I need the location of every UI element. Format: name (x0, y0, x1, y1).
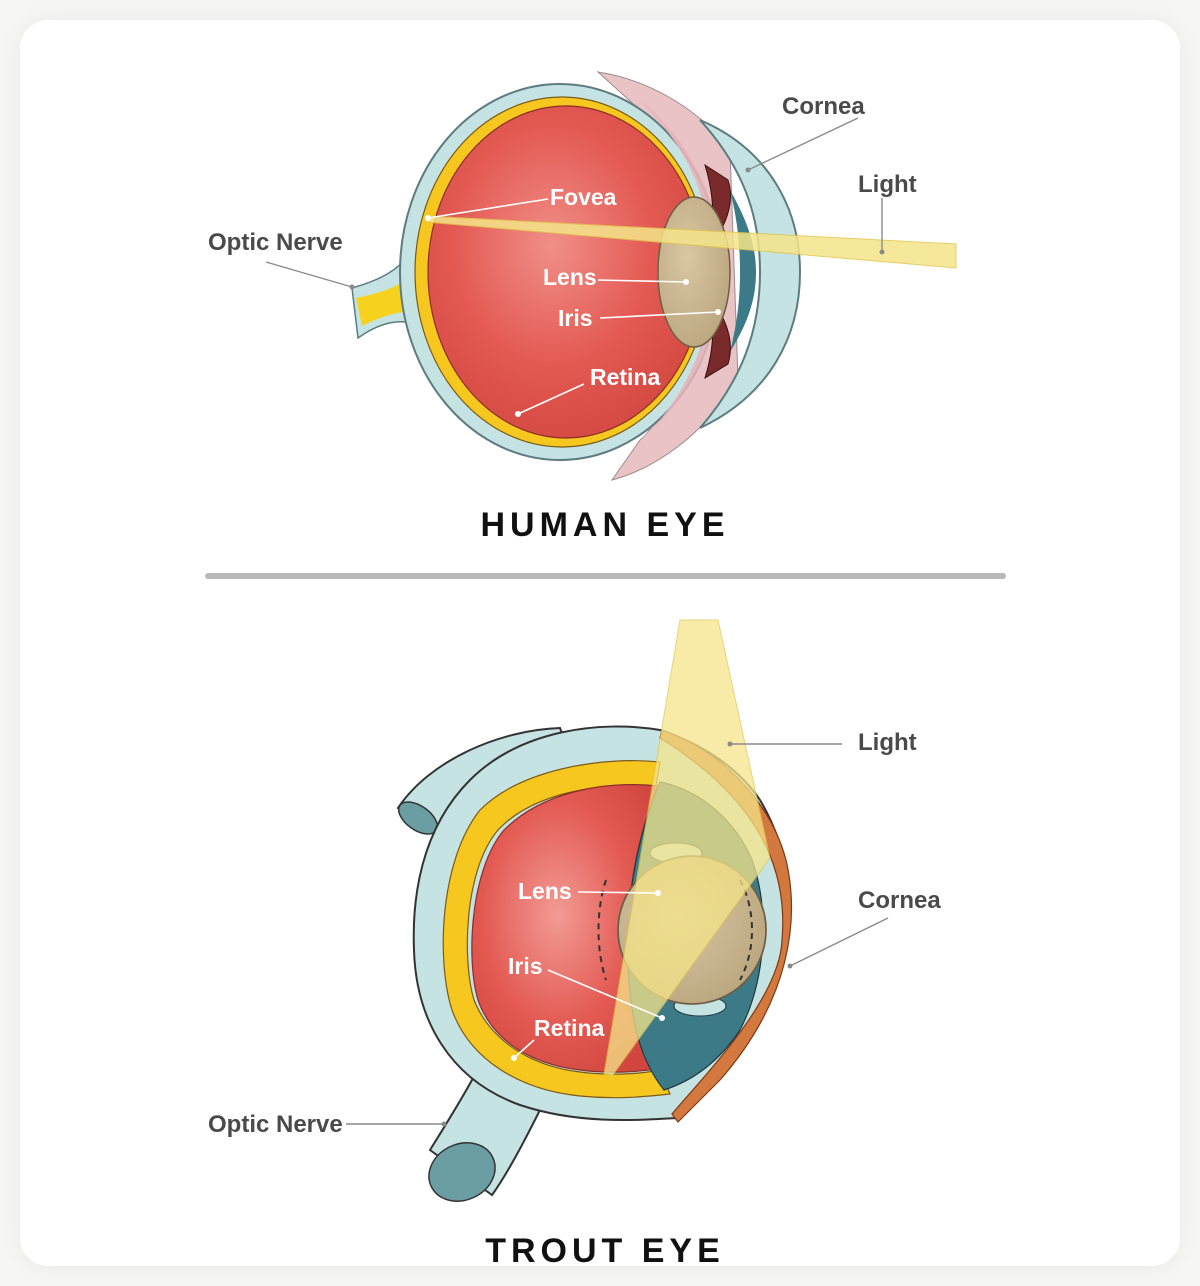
human-ciliary-region (640, 100, 724, 440)
human-cornea-label: Cornea (782, 93, 865, 120)
trout-retina-leader (513, 1039, 535, 1059)
human-fovea-label: Fovea (550, 184, 617, 210)
human-fovea-leader-dot (425, 215, 431, 221)
human-retina-leader (517, 383, 585, 415)
human-anterior-chamber (730, 190, 756, 352)
human-lens-label: Lens (543, 264, 597, 290)
section-divider (205, 573, 1006, 579)
trout-lens-leader (577, 891, 659, 894)
human-optic-nerve-label: Optic Nerve (208, 229, 343, 256)
trout-optic-nerve-label: Optic Nerve (208, 1111, 343, 1138)
trout-lens-label: Lens (518, 878, 572, 904)
trout-optic-nerve-leader-dot (441, 1121, 447, 1127)
human-cornea-leader (747, 117, 859, 171)
trout-eye-title: TROUT EYE (485, 1232, 725, 1270)
trout-iris-leader-dot (659, 1015, 665, 1021)
human-retina-leader-dot (515, 411, 521, 417)
human-fovea-leader (427, 198, 549, 219)
trout-cornea-leader (789, 917, 889, 967)
trout-light-label: Light (858, 729, 917, 756)
human-iris-lower (704, 315, 731, 380)
trout-eye-diagram: Light Cornea Optic Nerve Lens Iris Retin… (208, 619, 941, 1270)
human-lens-leader (597, 279, 687, 283)
human-eye-title: HUMAN EYE (480, 506, 729, 544)
trout-iris-leader (547, 969, 663, 1019)
trout-lens-leader-dot (655, 890, 661, 896)
trout-cornea-leader-dot (787, 963, 793, 969)
human-lens (657, 196, 731, 348)
human-cornea (699, 119, 802, 429)
human-lens-leader-dot (683, 279, 689, 285)
human-retina-label: Retina (590, 364, 661, 390)
human-cornea-leader-dot (745, 167, 751, 173)
human-light-leader-dot (879, 249, 885, 255)
trout-light-leader-dot (727, 741, 733, 747)
human-optic-nerve-leader-dot (349, 284, 355, 290)
trout-retina-leader-dot (511, 1055, 517, 1061)
human-iris-leader-dot (715, 309, 721, 315)
trout-cornea-label: Cornea (858, 887, 941, 914)
trout-optic-nerve-end (428, 1142, 496, 1202)
human-optic-nerve-leader (265, 261, 353, 288)
human-eye-diagram: Cornea Light Optic Nerve Fovea Lens Iris… (208, 71, 957, 544)
trout-retina-band (442, 760, 671, 1099)
human-light-label: Light (858, 171, 917, 198)
human-iris-label: Iris (558, 305, 593, 331)
trout-retina-label: Retina (534, 1015, 605, 1041)
human-iris-leader (599, 311, 719, 319)
trout-lens-dashed-front (739, 879, 753, 981)
trout-iris-label: Iris (508, 953, 543, 979)
trout-lens-dashed-back (597, 879, 607, 981)
